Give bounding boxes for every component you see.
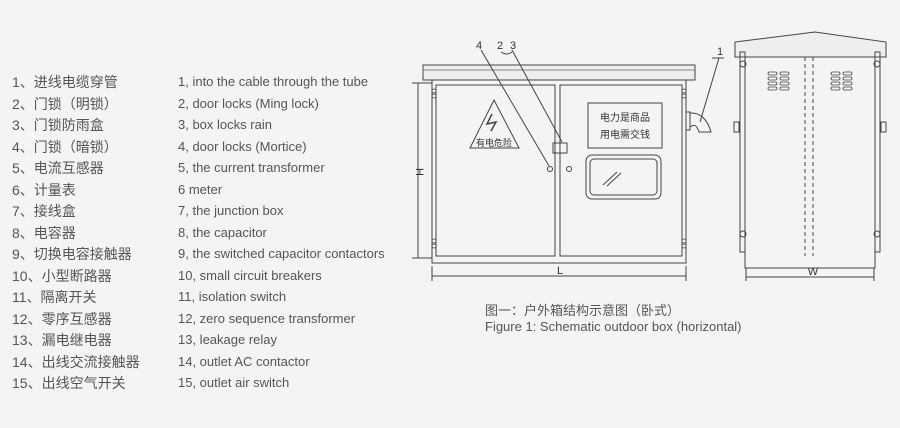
legend-item-en: 4, door locks (Mortice) [178, 138, 307, 154]
front-roof [422, 64, 696, 81]
legend-item-zh: 4、门锁（暗锁） [12, 138, 118, 155]
notice-line1: 电力是商品 [600, 111, 650, 124]
callout-4: 4 [476, 40, 482, 52]
legend-item-zh: 7、接线盒 [12, 203, 76, 219]
notice-line2: 用电需交钱 [600, 128, 650, 141]
notice-plate [587, 102, 663, 149]
leader-3 [511, 49, 563, 143]
legend-item-en: 3, box locks rain [178, 117, 272, 132]
legend-item-en: 6 meter [178, 181, 223, 197]
leader-1 [699, 57, 720, 123]
dim-h-label: H [413, 168, 425, 176]
leader-4 [480, 49, 550, 167]
mortice-lock-icon [547, 166, 553, 172]
legend-item-en: 14, outlet AC contactor [178, 353, 310, 369]
legend-item-zh: 3、门锁防雨盒 [12, 117, 104, 133]
front-view: 有电危险 电力是商品 用电需交钱 4 2 3 1 H L [412, 40, 724, 281]
legend-item-en: 9, the switched capacitor contactors [178, 246, 385, 261]
warning-sign-text: 有电危险 [476, 137, 512, 148]
legend-item-zh: 11、隔离开关 [12, 289, 97, 305]
hinge-icons [431, 88, 687, 249]
legend-item-zh: 13、漏电继电器 [12, 332, 112, 348]
warning-triangle-icon [469, 98, 520, 149]
dim-l-label: L [557, 265, 563, 277]
legend-item-zh: 8、电容器 [12, 224, 76, 241]
side-roof [734, 31, 887, 58]
legend-item-zh: 6、计量表 [12, 181, 76, 198]
legend-item-zh: 12、零序互感器 [12, 310, 112, 327]
legend-item-zh: 5、电流互感器 [12, 160, 104, 176]
dim-w-label: W [808, 266, 819, 278]
vent-slots-icon [767, 71, 853, 91]
legend-item-en: 12, zero sequence transformer [178, 310, 356, 326]
legend-item-en: 13, leakage relay [178, 332, 278, 347]
legend-item-en: 11, isolation switch [178, 289, 287, 304]
legend-item-en: 7, the junction box [178, 203, 284, 218]
callout-1: 1 [717, 46, 723, 58]
caption-en: Figure 1: Schematic outdoor box (horizon… [485, 319, 742, 334]
cable-entry-tube [686, 111, 691, 131]
right-door [559, 84, 683, 257]
legend-item-en: 8, the capacitor [178, 224, 267, 240]
legend-item-zh: 10、小型断路器 [12, 267, 112, 284]
legend-item-zh: 14、出线交流接触器 [12, 353, 140, 370]
lightning-icon [485, 113, 498, 132]
side-body [744, 56, 876, 269]
legend-item-zh: 15、出线空气开关 [12, 375, 126, 391]
legend-item-zh: 9、切换电容接触器 [12, 246, 132, 262]
side-view: W [733, 31, 887, 281]
caption-zh: 图一：户外箱结构示意图（卧式） [485, 303, 681, 318]
keyhole-icon [566, 166, 572, 172]
left-door [435, 84, 556, 257]
legend-item-en: 2, door locks (Ming lock) [178, 95, 319, 111]
meter-window [585, 154, 662, 200]
callout-3: 3 [510, 40, 516, 52]
legend-item-zh: 1、进线电缆穿管 [12, 74, 118, 90]
legend-item-en: 1, into the cable through the tube [178, 74, 369, 89]
legend-item-en: 10, small circuit breakers [178, 267, 322, 283]
callout-2: 2 [497, 40, 503, 52]
legend-item-en: 15, outlet air switch [178, 375, 290, 390]
legend-item-en: 5, the current transformer [178, 160, 325, 175]
front-body [431, 79, 687, 264]
legend-item-zh: 2、门锁（明锁） [12, 95, 118, 112]
